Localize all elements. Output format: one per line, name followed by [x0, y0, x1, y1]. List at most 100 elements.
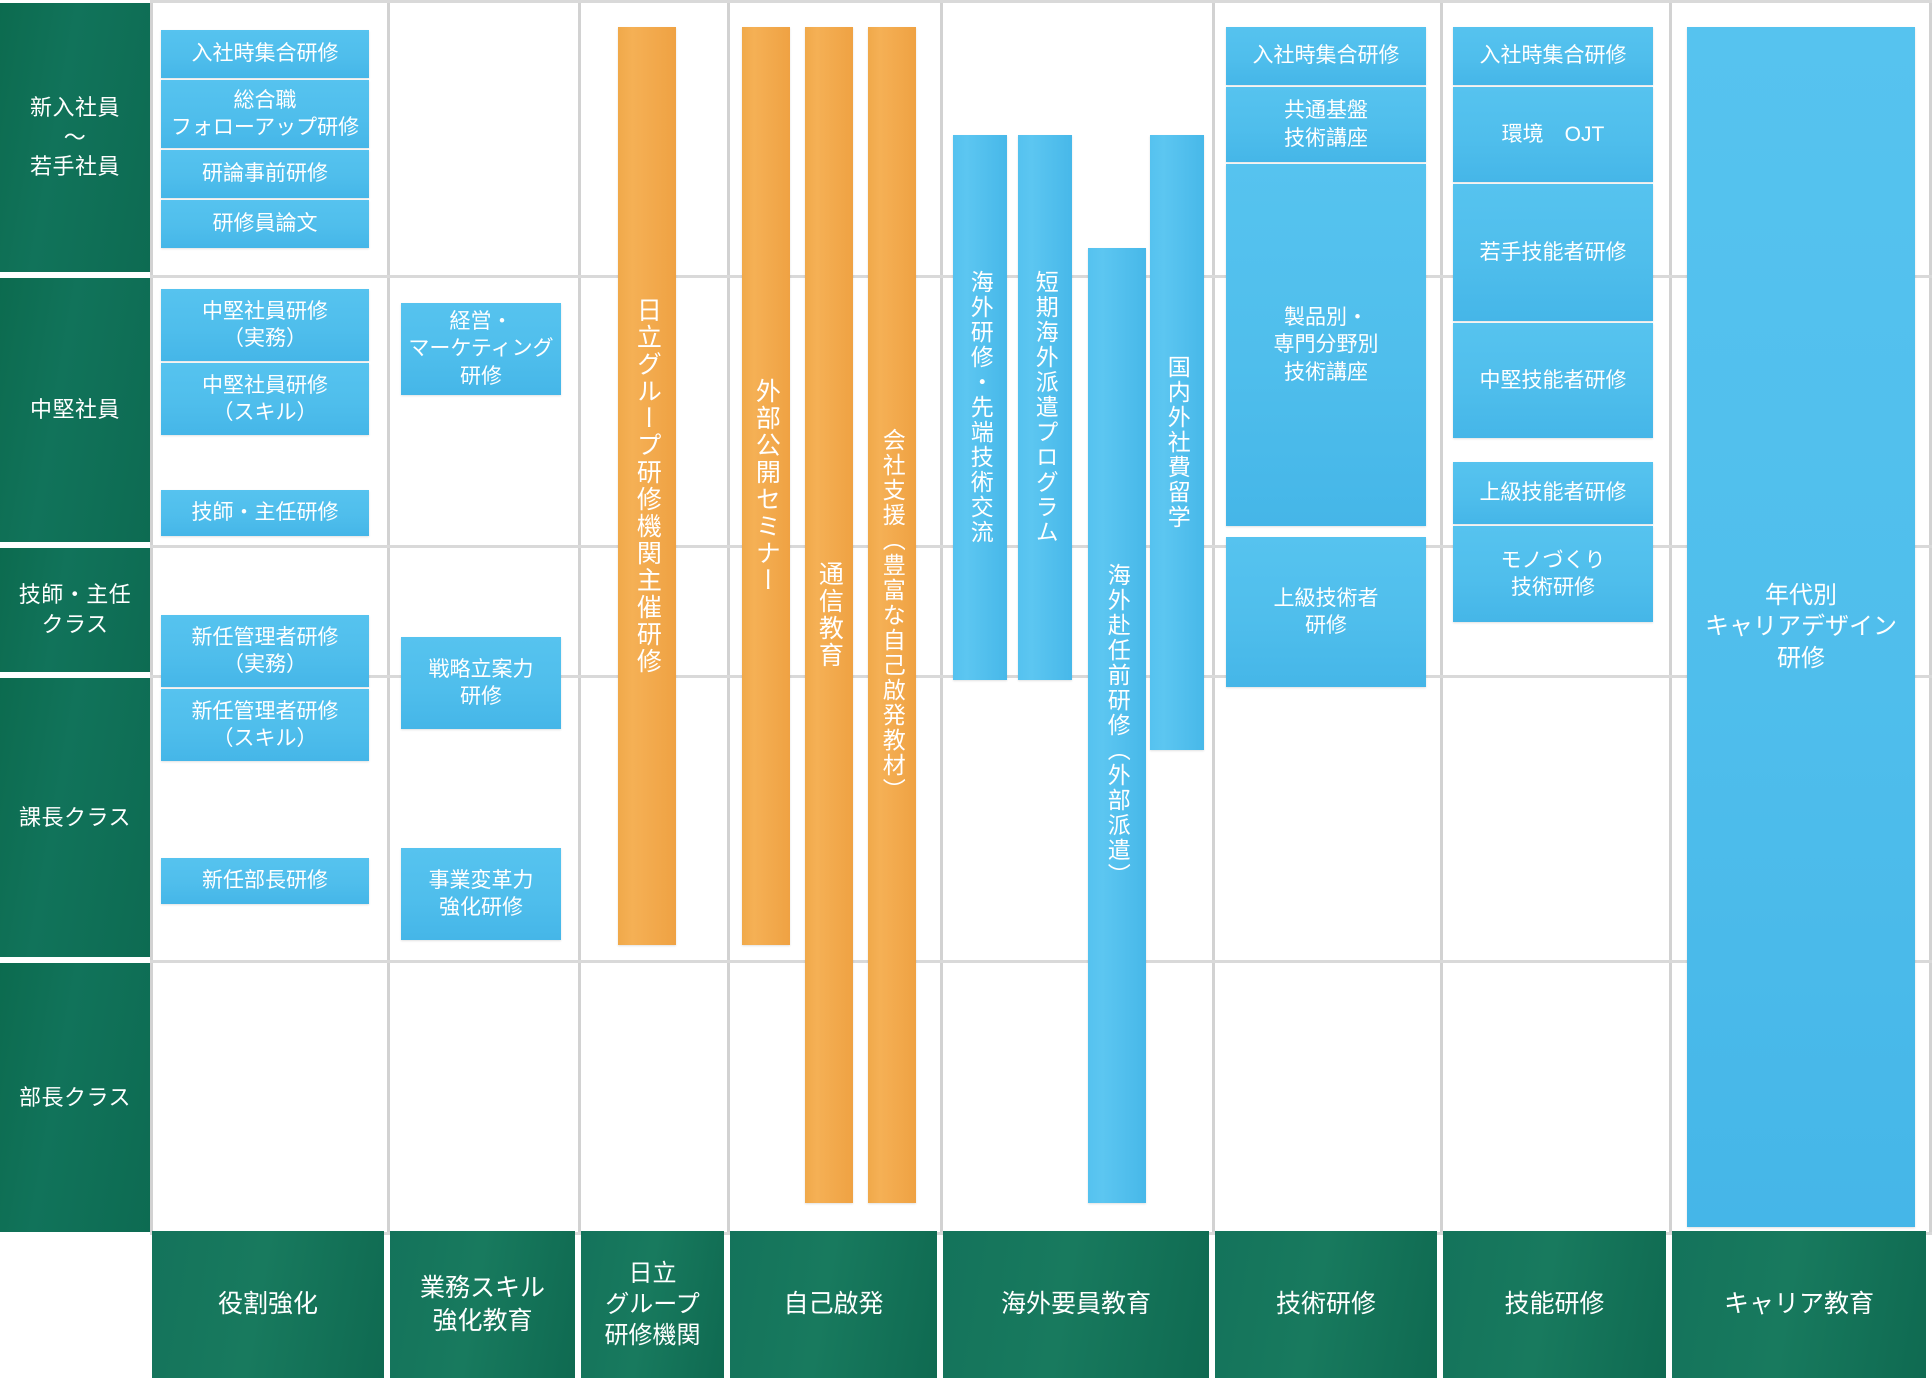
row-header-label: 中堅社員: [29, 397, 120, 423]
course-box-newmanager-practice[interactable]: 新任管理者研修 （実務）: [161, 615, 369, 687]
bar-correspondence-education[interactable]: 通信教育: [805, 27, 853, 1203]
course-label: 環境 OJT: [1501, 122, 1605, 146]
column-footer-label: キャリア教育: [1723, 1290, 1874, 1319]
course-box-newmanager-skill[interactable]: 新任管理者研修 （スキル）: [161, 689, 369, 761]
bar-external-open-seminar[interactable]: 外部公開セミナー: [742, 27, 790, 945]
column-footer-technical-training: 技術研修: [1215, 1231, 1437, 1378]
course-box-skill-entry-group-training[interactable]: 入社時集合研修: [1453, 27, 1653, 85]
column-footer-career-education: キャリア教育: [1672, 1231, 1926, 1378]
course-label: 共通基盤 技術講座: [1284, 99, 1368, 150]
column-footer-label: 役割強化: [217, 1290, 318, 1319]
course-label: 戦略立案力 研修: [428, 657, 534, 708]
column-footer-label: 海外要員教育: [1000, 1290, 1151, 1319]
course-box-management-marketing[interactable]: 経営・ マーケティング 研修: [401, 303, 561, 395]
gridline-horizontal: [150, 0, 1932, 3]
row-header-label: 新入社員 ～ 若手社員: [29, 94, 120, 180]
row-header-engineer-chief: 技師・主任 クラス: [0, 548, 150, 672]
row-header-label: 部長クラス: [18, 1084, 132, 1110]
bar-label: 海外研修・先端技術交流: [967, 270, 994, 545]
course-box-trainee-thesis[interactable]: 研修員論文: [161, 200, 369, 248]
course-label: 新任管理者研修 （スキル）: [191, 699, 339, 750]
row-header-label: 技師・主任 クラス: [18, 582, 132, 637]
gridline-vertical: [1440, 0, 1443, 1235]
course-label: 技師・主任研修: [191, 501, 339, 525]
bar-label: 短期海外派遣プログラム: [1032, 270, 1059, 545]
bar-hitachi-group-institute[interactable]: 日立グループ研修機関主催研修: [618, 27, 676, 945]
bar-label: 海外赴任前研修（外部派遣）: [1104, 563, 1131, 888]
column-footer-label: 業務スキル 強化教育: [419, 1274, 545, 1335]
course-box-monozukuri-tech[interactable]: モノづくり 技術研修: [1453, 526, 1653, 622]
course-box-midlevel-skill[interactable]: 中堅社員研修 （スキル）: [161, 363, 369, 435]
course-label: 入社時集合研修: [1252, 44, 1400, 68]
bar-short-term-overseas-dispatch[interactable]: 短期海外派遣プログラム: [1018, 135, 1072, 680]
course-label: 新任管理者研修 （実務）: [191, 625, 339, 676]
course-label: 事業変革力 強化研修: [428, 868, 534, 919]
course-box-generation-career-design[interactable]: 年代別 キャリアデザイン 研修: [1687, 27, 1915, 1227]
column-footer-hitachi-group-institute: 日立 グループ 研修機関: [581, 1231, 724, 1378]
course-label: 製品別・ 専門分野別 技術講座: [1273, 306, 1379, 384]
column-footer-label: 日立 グループ 研修機関: [604, 1259, 701, 1350]
course-box-environment-ojt[interactable]: 環境 OJT: [1453, 87, 1653, 182]
bar-overseas-advanced-tech-exchange[interactable]: 海外研修・先端技術交流: [953, 135, 1007, 680]
course-label: 年代別 キャリアデザイン 研修: [1705, 582, 1897, 672]
course-label: 入社時集合研修: [191, 42, 339, 66]
course-label: 上級技能者研修: [1479, 481, 1627, 505]
course-box-midlevel-skilled-worker[interactable]: 中堅技能者研修: [1453, 323, 1653, 438]
gridline-vertical: [578, 0, 581, 1235]
column-footer-label: 技能研修: [1504, 1290, 1605, 1319]
gridline-vertical: [1212, 0, 1215, 1235]
gridline-horizontal: [150, 960, 1932, 963]
course-box-business-transformation[interactable]: 事業変革力 強化研修: [401, 848, 561, 940]
course-box-common-foundation-tech[interactable]: 共通基盤 技術講座: [1226, 87, 1426, 162]
course-box-midlevel-practice[interactable]: 中堅社員研修 （実務）: [161, 289, 369, 361]
bar-label: 外部公開セミナー: [752, 378, 781, 594]
gridline-vertical: [727, 0, 730, 1235]
gridline-vertical: [940, 0, 943, 1235]
bar-label: 日立グループ研修機関主催研修: [633, 297, 662, 675]
course-box-entry-group-training[interactable]: 入社時集合研修: [161, 30, 369, 78]
gridline-vertical: [1929, 0, 1932, 1235]
course-box-young-skilled-worker[interactable]: 若手技能者研修: [1453, 184, 1653, 321]
course-box-new-department-manager[interactable]: 新任部長研修: [161, 858, 369, 904]
column-footer-skill-training: 技能研修: [1443, 1231, 1666, 1378]
bar-company-support-materials[interactable]: 会社支援（豊富な自己啟発教材）: [868, 27, 916, 1203]
course-box-general-followup[interactable]: 総合職 フォローアップ研修: [161, 80, 369, 148]
bar-label: 国内外社費留学: [1164, 355, 1191, 530]
column-footer-business-skill: 業務スキル 強化教育: [390, 1231, 575, 1378]
row-header-mid-level: 中堅社員: [0, 278, 150, 542]
course-box-pre-thesis[interactable]: 研論事前研修: [161, 150, 369, 198]
course-label: モノづくり 技術研修: [1500, 548, 1606, 599]
course-label: 若手技能者研修: [1479, 240, 1627, 264]
course-label: 入社時集合研修: [1479, 44, 1627, 68]
course-label: 中堅社員研修 （スキル）: [202, 373, 328, 424]
gridline-vertical: [387, 0, 390, 1235]
row-header-department-manager: 部長クラス: [0, 963, 150, 1232]
course-label: 研論事前研修: [202, 162, 328, 186]
course-label: 中堅技能者研修: [1479, 368, 1627, 392]
column-footer-overseas-personnel: 海外要員教育: [943, 1231, 1209, 1378]
row-header-new-employee: 新入社員 ～ 若手社員: [0, 3, 150, 272]
bar-pre-overseas-assignment-training[interactable]: 海外赴任前研修（外部派遣）: [1088, 248, 1146, 1203]
course-box-product-specialty-tech[interactable]: 製品別・ 専門分野別 技術講座: [1226, 164, 1426, 526]
course-box-strategy-planning[interactable]: 戦略立案力 研修: [401, 637, 561, 729]
column-footer-role-enhancement: 役割強化: [152, 1231, 384, 1378]
course-box-senior-skilled-worker[interactable]: 上級技能者研修: [1453, 462, 1653, 524]
course-label: 中堅社員研修 （実務）: [202, 299, 328, 350]
column-footer-self-development: 自己啟発: [730, 1231, 937, 1378]
course-box-engineer-chief-training[interactable]: 技師・主任研修: [161, 490, 369, 536]
column-footer-label: 技術研修: [1275, 1290, 1376, 1319]
bar-domestic-overseas-company-funded-study[interactable]: 国内外社費留学: [1150, 135, 1204, 750]
course-label: 総合職 フォローアップ研修: [170, 88, 360, 139]
row-header-section-manager: 課長クラス: [0, 678, 150, 957]
course-label: 経営・ マーケティング 研修: [408, 310, 554, 388]
course-box-tech-entry-group-training[interactable]: 入社時集合研修: [1226, 27, 1426, 85]
bar-label: 会社支援（豊富な自己啟発教材）: [879, 427, 906, 803]
gridline-vertical: [1669, 0, 1672, 1235]
row-header-label: 課長クラス: [18, 804, 132, 830]
course-box-senior-engineer-training[interactable]: 上級技術者 研修: [1226, 537, 1426, 687]
course-label: 新任部長研修: [202, 869, 328, 893]
bar-label: 通信教育: [815, 561, 844, 669]
gridline-vertical: [150, 0, 153, 1235]
course-label: 研修員論文: [212, 212, 318, 236]
